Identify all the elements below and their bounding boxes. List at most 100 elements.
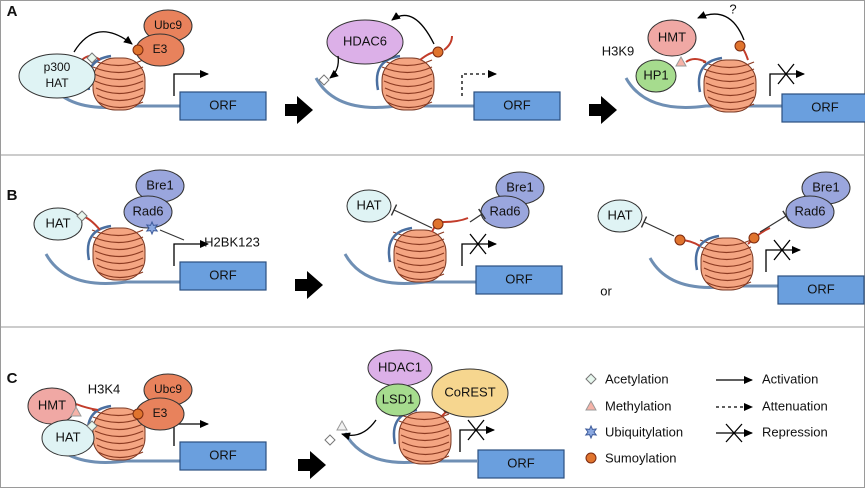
legend-methylation-icon [585, 399, 597, 411]
a2-nucleosome [375, 54, 435, 111]
b2-nucleosome [387, 226, 447, 283]
b3-nucleosome [694, 234, 754, 291]
c1-hmt-label: HMT [38, 397, 66, 412]
a3-hp1 [635, 59, 677, 93]
c1-ubc9-label: Ubc9 [154, 382, 182, 396]
dna-wrap [403, 455, 450, 463]
b2-hat-inhibition [393, 209, 433, 229]
b2-hat [346, 189, 392, 223]
dna-wrap [704, 75, 755, 83]
b2-repression-arrow [461, 240, 497, 266]
b1-nucleosome [86, 224, 146, 281]
legend-ubiquitylation-label: Ubiquitylation [605, 424, 683, 439]
legend-acetylation-label: Acetylation [605, 371, 669, 386]
a2-release-arrow [329, 55, 339, 79]
c2-corest-label: CoREST [444, 384, 495, 399]
b2-orf-label: ORF [505, 271, 533, 286]
c1-tail [75, 403, 99, 411]
dna-wrap [701, 253, 752, 261]
a1-orf-label: ORF [209, 97, 237, 112]
b1-orf-label: ORF [209, 267, 237, 282]
b2-sumoylation-mark [432, 218, 444, 230]
dna-wrap [95, 437, 144, 445]
dna-wrap [703, 267, 752, 275]
legend-activation-label: Activation [762, 371, 818, 386]
b3-repression-arrow [765, 246, 801, 272]
a1-curved-arrow [73, 31, 133, 53]
dna-wrap [395, 252, 445, 260]
b3-hat-label: HAT [607, 207, 632, 222]
panel-label-a: A [7, 3, 18, 20]
c2-released-acetyl [324, 434, 336, 446]
b1-activation-arrow [173, 240, 209, 266]
dna-entry [86, 224, 112, 261]
b1-hat-label: HAT [45, 215, 70, 230]
dna-wrap [705, 281, 752, 289]
a1-p300-label: p300 [44, 60, 71, 74]
c2-repression-arrow-x [467, 419, 485, 441]
c1-hat-label: HAT [55, 429, 80, 444]
legend-attenuation-label: Attenuation [762, 398, 828, 413]
dna-wrap [385, 94, 433, 102]
dna-wrap [96, 94, 144, 102]
dna-wrap [397, 266, 445, 274]
c2-corest [431, 368, 509, 418]
a1-ubc9-label: Ubc9 [154, 18, 182, 32]
a1-orf [179, 91, 267, 121]
a3-repression-arrow-x [777, 63, 795, 85]
a3-question-label: ? [729, 1, 736, 16]
dna-wrap [706, 89, 755, 97]
legend-sumoylation-icon [585, 452, 597, 464]
dna-wrap [708, 103, 755, 111]
b3-rad6-inhibition [759, 215, 787, 233]
dna-wrap [399, 427, 450, 435]
dna-wrap [382, 73, 433, 81]
b2-rad6-inhibition [469, 213, 483, 223]
b2-rad6-inhibition-bar [478, 208, 486, 220]
a2-curved-arrow [391, 12, 435, 45]
b3-rad6 [785, 195, 835, 229]
a3-nucleosome [697, 56, 757, 113]
b3-orf [777, 275, 865, 305]
b1-dna [44, 253, 190, 285]
a2-released-acetyl [318, 74, 330, 86]
b2-hat-label: HAT [356, 197, 381, 212]
dna-wrap [398, 273, 445, 281]
c2-lsd1-label: LSD1 [382, 391, 415, 406]
a3-curved-arrow [697, 11, 745, 41]
dna-wrap [394, 245, 445, 253]
a3-methylation-mark [675, 55, 687, 67]
dna-wrap [97, 271, 144, 279]
dna-wrap [705, 82, 755, 90]
a2-orf-label: ORF [503, 97, 531, 112]
b2-tail-2 [443, 217, 469, 223]
b2-rad6-label: Rad6 [489, 203, 520, 218]
a3-sumoylation-mark [734, 40, 746, 52]
a1-activation-arrow [173, 70, 209, 96]
dna-wrap [93, 243, 144, 251]
b3-sumoylation-mark-2 [748, 232, 760, 244]
dna-wrap [398, 420, 450, 428]
c2-lsd1 [375, 383, 421, 417]
legend-ubiquitylation-icon [584, 424, 598, 440]
c2-released-methyl [336, 419, 348, 431]
b3-tail-2 [747, 227, 771, 245]
a2-sumoylation-mark [432, 46, 444, 58]
dna-wrap [92, 236, 144, 244]
a-big-arrow-2 [589, 96, 617, 124]
dna-wrap [96, 264, 144, 272]
a3-hp1-label: HP1 [643, 67, 668, 82]
b2-bre1-label: Bre1 [506, 179, 533, 194]
legend-methylation-label: Methylation [605, 398, 671, 413]
dna-wrap [383, 80, 433, 88]
b3-orf-label: ORF [807, 281, 835, 296]
b2-hat-inhibition-bar [390, 204, 398, 216]
a2-orf [473, 91, 561, 121]
legend-repression-x [725, 423, 743, 443]
dna-wrap [93, 423, 144, 431]
b3-rad6-inhibition-bar [782, 210, 790, 222]
a3-hmt-label: HMT [658, 29, 686, 44]
legend-repression-label: Repression [762, 424, 828, 439]
a1-acetylation-mark [86, 52, 98, 64]
b1-hat [33, 207, 83, 241]
